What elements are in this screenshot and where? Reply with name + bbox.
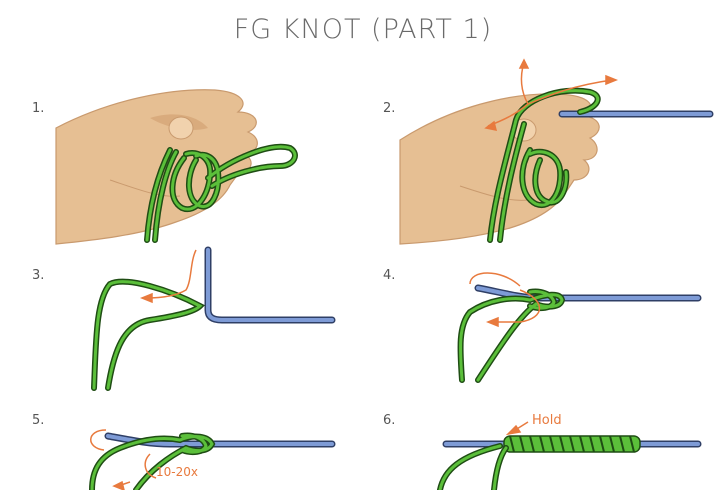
step-1-label: 1. [32, 101, 45, 116]
step-6-label: 6. [383, 413, 396, 428]
braid-wraps-6 [503, 435, 641, 453]
braid-1 [144, 143, 298, 243]
step-4-label: 4. [383, 268, 396, 283]
step-3-label: 3. [32, 268, 45, 283]
direction-arrow-3 [139, 249, 197, 304]
step-2-label: 2. [383, 101, 396, 116]
direction-arrows-5 [90, 429, 157, 490]
braid-5 [89, 432, 216, 490]
braid-3 [91, 278, 205, 391]
diagram-title: FG KNOT (PART 1) [233, 14, 493, 45]
leader-3 [204, 246, 336, 324]
wrap-count-annotation: 10-20x [156, 465, 198, 479]
braid-4 [457, 288, 566, 383]
direction-arrows-2 [484, 58, 619, 131]
step-5-label: 5. [32, 413, 45, 428]
braid-6 [437, 443, 509, 490]
direction-arrows-4 [469, 272, 541, 328]
hold-arrow [505, 421, 529, 436]
hold-annotation: Hold [532, 413, 562, 428]
